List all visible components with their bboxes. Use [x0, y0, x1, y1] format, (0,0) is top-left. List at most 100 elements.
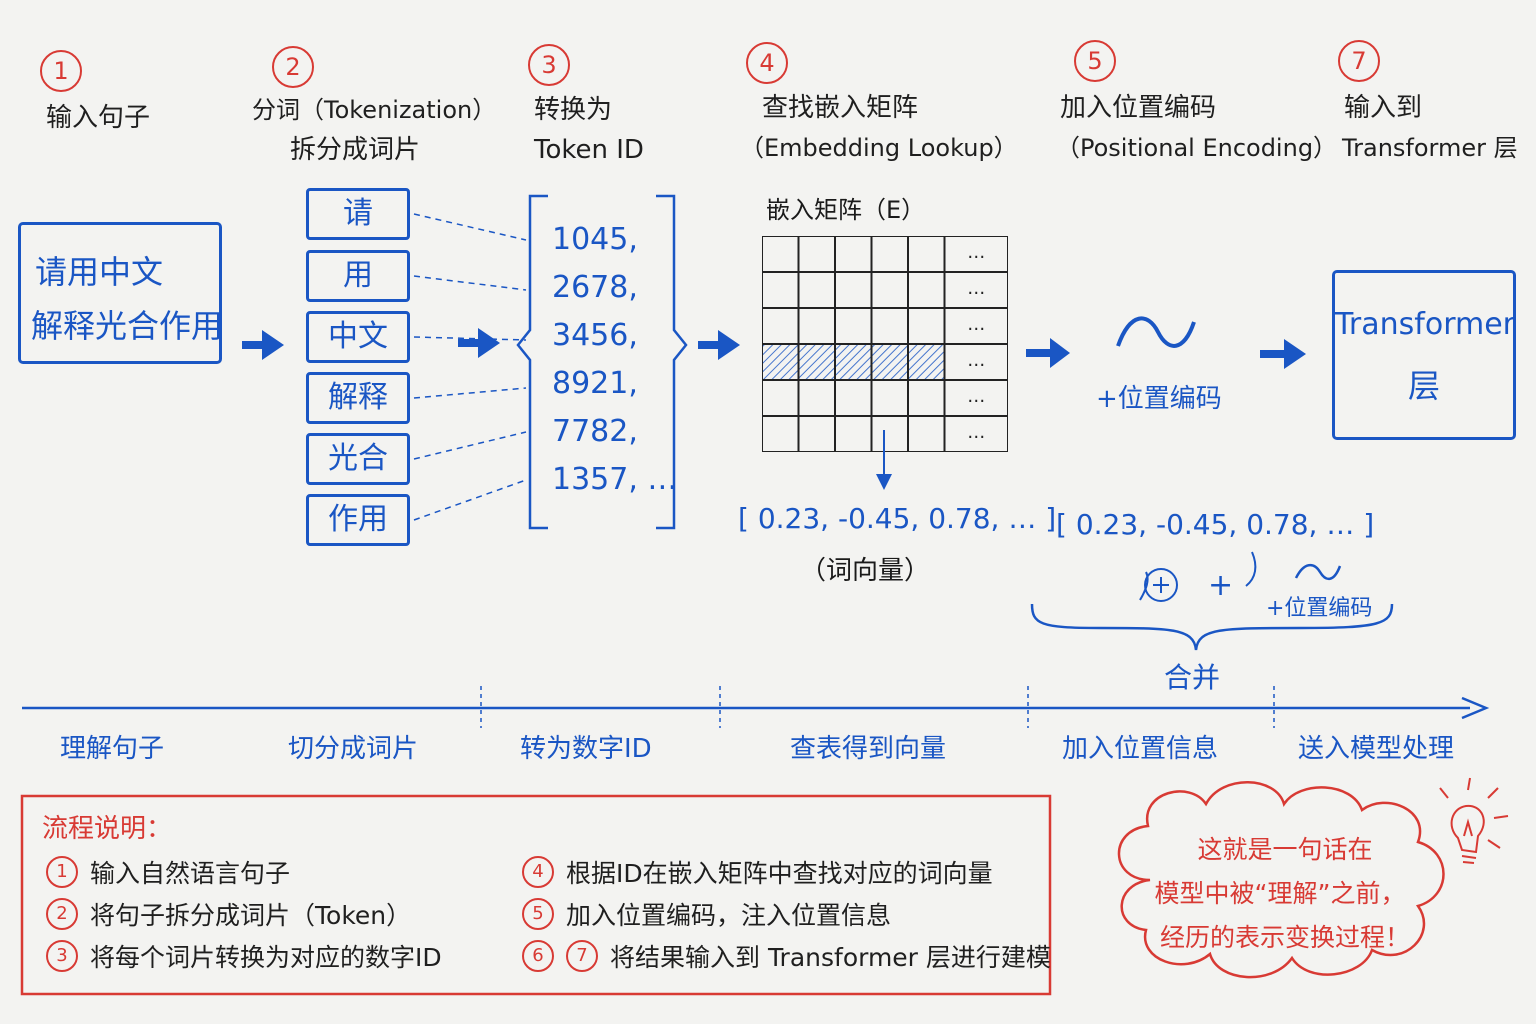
timeline-label: 理解句子	[60, 734, 165, 764]
legend-item: 1 输入自然语言句子	[46, 854, 290, 890]
token-id: 3456,	[552, 318, 638, 353]
legend-number: 3	[46, 940, 78, 972]
legend-number: 5	[522, 898, 554, 930]
input-sentence-line2: 解释光合作用	[31, 307, 224, 345]
token-id: 1357, …	[552, 462, 678, 497]
step-4-title-line2: （Embedding Lookup）	[740, 134, 1018, 162]
matrix-ellipsis: …	[967, 350, 985, 371]
timeline-label: 送入模型处理	[1298, 734, 1455, 764]
legend-item: 5 加入位置编码，注入位置信息	[522, 896, 891, 932]
highlighted-row	[762, 344, 945, 380]
legend-text: 加入位置编码，注入位置信息	[566, 901, 892, 930]
legend-number: 2	[46, 898, 78, 930]
step-5-number: 5	[1074, 40, 1116, 82]
legend-item: 2 将句子拆分成词片（Token）	[46, 896, 411, 932]
token-id: 2678,	[552, 270, 638, 305]
step-1-title: 输入句子	[46, 103, 151, 133]
cloud-line: 这就是一句话在	[1197, 835, 1373, 864]
circled-plus-icon	[1139, 551, 1257, 602]
matrix-ellipsis: …	[967, 242, 985, 263]
legend-number: 4	[522, 856, 554, 888]
merge-label: 合并	[1164, 661, 1221, 694]
legend-title: 流程说明：	[42, 814, 173, 844]
step-7-number: 7	[1338, 40, 1380, 82]
step-5-title-line1: 加入位置编码	[1060, 93, 1217, 123]
embedding-vector-caption: （词向量）	[800, 556, 931, 586]
token-box: 解释	[306, 372, 410, 424]
positional-sub-label: +位置编码	[1266, 596, 1373, 621]
embedding-vector: [ 0.23, -0.45, 0.78, … ]	[738, 502, 1057, 535]
timeline-label: 切分成词片	[288, 734, 419, 764]
legend-item: 4 根据ID在嵌入矩阵中查找对应的词向量	[522, 854, 993, 890]
embedding-matrix: … … … … … …	[761, 235, 1009, 453]
cloud-line: 模型中被“理解”之前，	[1154, 879, 1406, 908]
step-3-title-line1: 转换为	[534, 95, 613, 125]
speech-cloud	[1117, 781, 1445, 979]
plus-sign: +	[1208, 568, 1234, 603]
merge-brace	[1030, 603, 1394, 651]
token-box: 请	[306, 188, 410, 240]
legend-text: 输入自然语言句子	[90, 859, 291, 888]
positional-vector: [ 0.23, -0.45, 0.78, … ]	[1056, 508, 1375, 541]
transformer-box-line1: Transformer	[1335, 307, 1516, 342]
input-sentence-line1: 请用中文	[35, 253, 164, 291]
token-box: 用	[306, 250, 410, 302]
token-box: 中文	[306, 311, 410, 363]
step-3-number: 3	[528, 44, 570, 86]
legend-text: 将句子拆分成词片（Token）	[90, 901, 412, 930]
step-7-title-line1: 输入到	[1344, 93, 1423, 123]
matrix-ellipsis: …	[967, 422, 985, 443]
token-id: 8921,	[552, 366, 638, 401]
legend-text: 根据ID在嵌入矩阵中查找对应的词向量	[566, 859, 993, 888]
legend-item: 3 将每个词片转换为对应的数字ID	[46, 938, 442, 974]
legend-box	[20, 794, 1052, 996]
small-wave-icon	[1294, 564, 1342, 580]
token-box: 作用	[306, 494, 410, 546]
timeline-label: 转为数字ID	[520, 734, 652, 764]
matrix-ellipsis: …	[967, 386, 985, 407]
positional-encoding-label: +位置编码	[1096, 384, 1222, 414]
step-7-title-line2: Transformer 层	[1342, 134, 1518, 162]
step-5-title-line2: （Positional Encoding）	[1056, 134, 1338, 162]
input-sentence-box: 请用中文 解释光合作用	[18, 222, 224, 364]
token-id: 1045,	[552, 222, 638, 257]
token-id: 7782,	[552, 414, 638, 449]
cloud-line: 经历的表示变换过程！	[1159, 923, 1410, 952]
legend-number: 6	[522, 940, 554, 972]
cloud-text: 这就是一句话在 模型中被“理解”之前， 经历的表示变换过程！	[1150, 828, 1420, 960]
legend-number: 1	[46, 856, 78, 888]
token-box: 光合	[306, 433, 410, 485]
step-4-number: 4	[746, 42, 788, 84]
legend-text: 将结果输入到 Transformer 层进行建模	[610, 943, 1051, 972]
wave-icon	[1116, 316, 1196, 348]
step-2-title-line2: 拆分成词片	[290, 135, 421, 165]
timeline-label: 加入位置信息	[1062, 734, 1219, 764]
step-2-title-line1: 分词（Tokenization）	[252, 96, 497, 124]
matrix-ellipsis: …	[967, 278, 985, 299]
flow-arrows	[242, 328, 1306, 369]
transformer-layer-box: Transformer 层	[1332, 270, 1516, 440]
token-connectors	[413, 213, 527, 521]
matrix-title: 嵌入矩阵（E）	[766, 196, 926, 224]
arrow-icon	[1026, 338, 1070, 368]
transformer-box-line2: 层	[1407, 367, 1440, 405]
id-brackets	[516, 194, 688, 530]
legend-text: 将每个词片转换为对应的数字ID	[90, 943, 442, 972]
arrow-icon	[458, 328, 500, 358]
lightbulb-icon	[1439, 777, 1509, 864]
timeline-dividers	[480, 686, 1275, 728]
step-4-title-line1: 查找嵌入矩阵	[762, 93, 919, 123]
matrix-grid: … … … … … …	[761, 235, 1009, 453]
timeline-label: 查表得到向量	[790, 734, 947, 764]
arrow-icon	[242, 330, 284, 360]
arrow-icon	[1260, 339, 1306, 369]
step-3-title-line2: Token ID	[534, 135, 644, 165]
matrix-ellipsis: …	[967, 314, 985, 335]
step-1-number: 1	[40, 50, 82, 92]
arrow-icon	[698, 330, 740, 360]
legend-number: 7	[566, 940, 598, 972]
step-2-number: 2	[272, 46, 314, 88]
timeline-arrowhead-icon	[1461, 696, 1490, 720]
